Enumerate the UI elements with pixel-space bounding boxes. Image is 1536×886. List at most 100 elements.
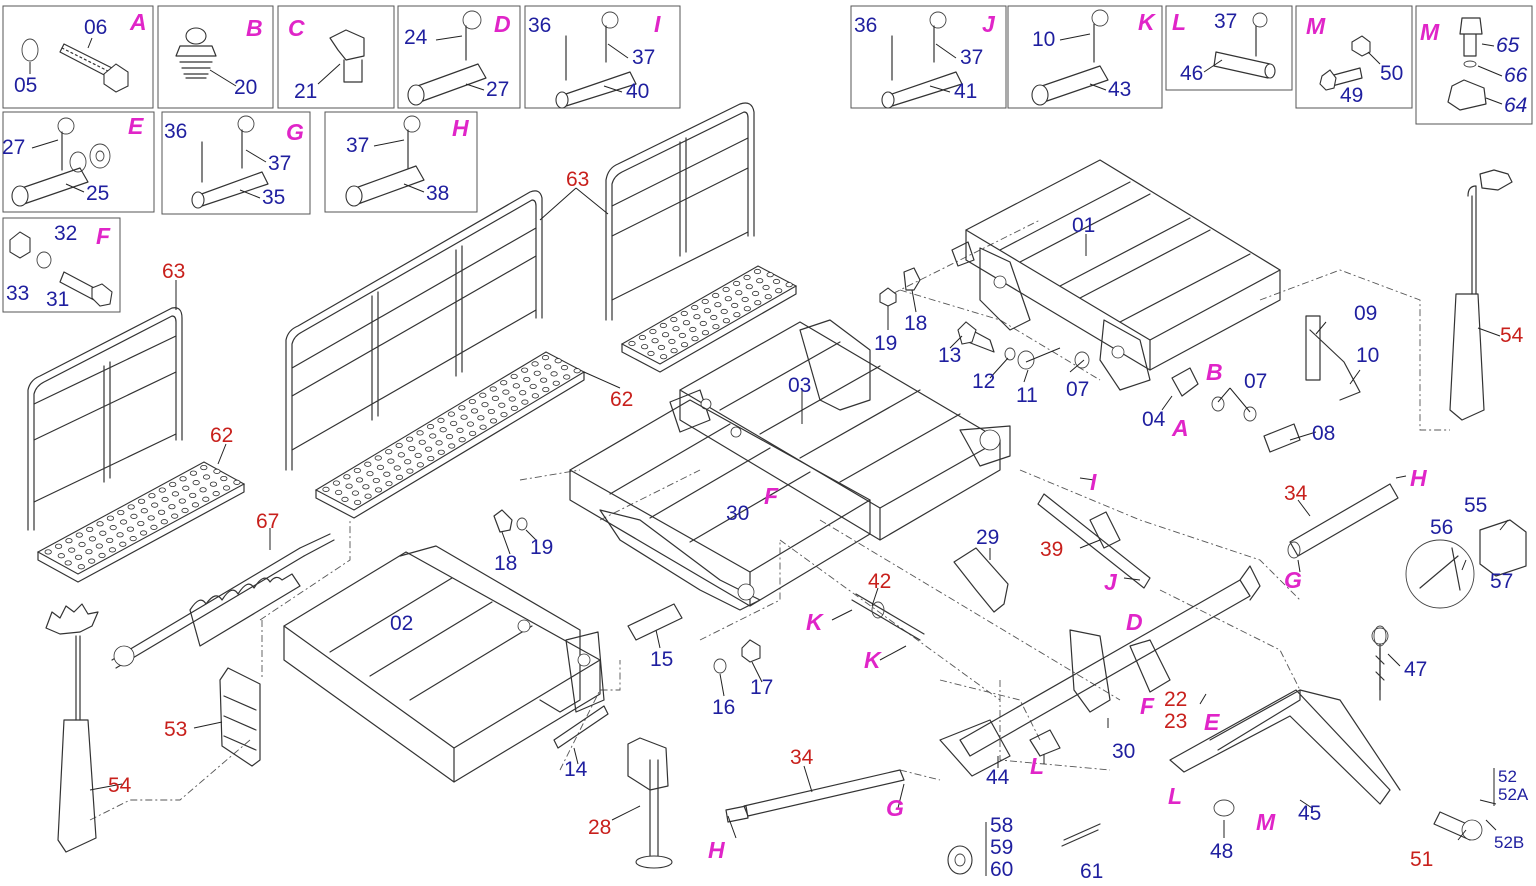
step-perforation	[220, 475, 228, 482]
step-perforation	[573, 368, 581, 374]
step-perforations	[44, 268, 793, 570]
step-perforation	[343, 474, 351, 480]
step-perforation	[519, 390, 527, 396]
step-perforation	[703, 308, 711, 314]
label-53: 53	[164, 718, 187, 741]
step-perforation	[435, 440, 443, 446]
label-34-lower: 34	[790, 746, 814, 769]
step-perforation	[171, 513, 179, 519]
step-perforation	[500, 412, 508, 418]
step-perforation	[376, 464, 385, 470]
step-perforation	[680, 310, 688, 317]
callout-g-upper: G	[1284, 567, 1302, 593]
detail-part-37-g: 37	[268, 152, 291, 175]
step-perforation	[425, 446, 433, 452]
step-perforation	[157, 509, 166, 515]
step-perforation	[351, 490, 360, 496]
step-perforation	[701, 330, 710, 336]
step-perforation	[408, 445, 416, 452]
step-perforation	[395, 474, 404, 480]
detail-part-49: 49	[1340, 84, 1363, 107]
detail-letter-d: D	[494, 11, 511, 37]
label-52b: 52B	[1494, 833, 1524, 852]
step-perforation	[192, 480, 200, 486]
label-04: 04	[1142, 408, 1166, 431]
label-19-bottom: 19	[530, 536, 553, 559]
step-perforation	[651, 338, 659, 344]
step-perforation	[691, 336, 699, 342]
step-perforation	[130, 513, 138, 519]
step-perforation	[332, 480, 341, 486]
step-perforation	[743, 274, 751, 281]
step-perforation	[775, 288, 783, 294]
step-perforation	[385, 449, 393, 455]
detail-part-40: 40	[626, 80, 649, 103]
step-perforation	[693, 314, 701, 320]
step-perforation	[470, 408, 479, 414]
callout-l-left: L	[1030, 753, 1044, 779]
step-perforation	[116, 532, 124, 538]
label-34-upper: 34	[1284, 482, 1308, 505]
detail-part-10-k: 10	[1032, 28, 1055, 51]
step-perforation	[479, 424, 487, 430]
frame-01	[951, 159, 1281, 391]
step-perforation	[54, 543, 63, 549]
label-29: 29	[976, 526, 999, 549]
label-03: 03	[788, 374, 811, 397]
detail-part-31: 31	[46, 288, 69, 311]
step-perforation	[88, 558, 96, 564]
step-perforation	[99, 530, 107, 536]
step-perforation	[691, 304, 699, 311]
callout-a: A	[1171, 415, 1189, 441]
step-perforation	[741, 296, 749, 303]
detail-letter-g: G	[286, 119, 304, 145]
step-perforation	[731, 302, 739, 309]
label-52: 52	[1498, 767, 1517, 786]
detail-part-43: 43	[1108, 78, 1131, 101]
detail-letter-i: I	[654, 11, 661, 37]
step-perforation	[510, 373, 518, 380]
step-perforation	[680, 342, 689, 348]
step-perforation	[785, 282, 793, 288]
label-58: 58	[990, 814, 1013, 837]
label-47: 47	[1404, 658, 1427, 681]
label-22: 22	[1164, 688, 1187, 711]
step-perforation	[75, 532, 83, 538]
detail-letter-k: K	[1138, 9, 1156, 35]
step-perforation	[44, 549, 52, 555]
label-56: 56	[1430, 516, 1453, 539]
step-perforation	[445, 434, 454, 440]
turnbuckle-42	[851, 593, 925, 641]
step-perforation	[647, 350, 655, 357]
ladder-53	[219, 667, 261, 767]
label-10: 10	[1356, 344, 1379, 367]
step-perforation	[638, 334, 647, 341]
step-perforation	[191, 502, 200, 508]
hydraulic-51	[1433, 811, 1483, 841]
detail-box-m2: M 65 66 64	[1415, 5, 1533, 125]
railing-63-left	[27, 307, 183, 531]
detail-box-a: A 06 05	[2, 5, 154, 109]
step-perforation	[140, 508, 148, 514]
detail-part-27-e: 27	[2, 136, 25, 159]
detail-part-37-h: 37	[346, 134, 369, 157]
step-perforation	[212, 491, 220, 497]
callout-g-lower: G	[886, 795, 904, 821]
detail-box-g: G 36 37 35	[161, 111, 311, 215]
callout-m: M	[1256, 809, 1276, 835]
label-54-right: 54	[1500, 324, 1524, 347]
step-perforation	[531, 361, 539, 367]
step-perforation	[202, 474, 211, 480]
step-perforation	[416, 462, 424, 468]
detail-part-46: 46	[1180, 62, 1203, 85]
step-perforation	[754, 300, 762, 306]
step-perforation	[550, 371, 558, 377]
detail-box-h: H 37 38	[324, 111, 478, 213]
step-perforation	[670, 348, 678, 354]
step-perforation	[427, 455, 435, 462]
detail-box-b: B 20	[157, 5, 274, 109]
callout-h-upper: H	[1410, 465, 1427, 491]
detail-box-i: I 36 37 40	[524, 5, 681, 109]
step-perforation	[510, 405, 519, 411]
step-perforation	[437, 417, 445, 423]
